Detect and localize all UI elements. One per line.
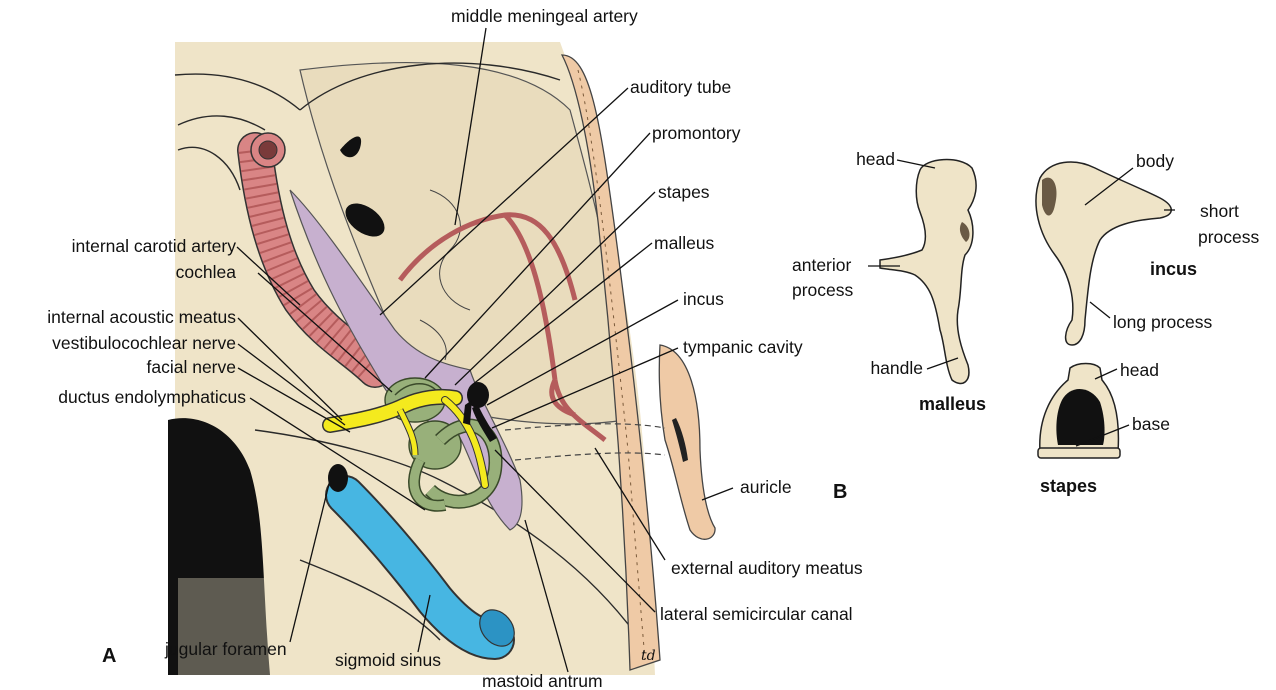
- artist-signature: td: [641, 648, 656, 664]
- label-middle-meningeal-artery: middle meningeal artery: [451, 6, 638, 26]
- malleus-title: malleus: [919, 394, 986, 414]
- incus-long-process-label: long process: [1113, 312, 1212, 332]
- label-stapes: stapes: [658, 182, 710, 202]
- incus-short-process-label-1: short: [1200, 201, 1239, 221]
- incus-title: incus: [1150, 259, 1197, 279]
- label-mastoid-antrum: mastoid antrum: [482, 671, 603, 690]
- label-ductus-endolymphaticus: ductus endolymphaticus: [58, 387, 246, 407]
- label-malleus: malleus: [654, 233, 715, 253]
- label-auricle: auricle: [740, 477, 792, 497]
- stapes-base-label: base: [1132, 414, 1170, 434]
- panel-b: head anterior process handle malleus bod…: [792, 149, 1260, 503]
- auricle-shape: [659, 345, 715, 539]
- malleus-anterior-process-label-2: process: [792, 280, 854, 300]
- label-internal-carotid-artery: internal carotid artery: [72, 236, 237, 256]
- stapes-head-label: head: [1120, 360, 1159, 380]
- panel-a-letter: A: [102, 645, 116, 667]
- panel-b-letter: B: [833, 481, 847, 503]
- label-cochlea: cochlea: [176, 262, 237, 282]
- label-facial-nerve: facial nerve: [147, 357, 237, 377]
- malleus-handle-label: handle: [870, 358, 923, 378]
- incus-body-label: body: [1136, 151, 1174, 171]
- label-sigmoid-sinus: sigmoid sinus: [335, 650, 441, 670]
- label-vestibulocochlear-nerve: vestibulocochlear nerve: [52, 333, 236, 353]
- label-jugular-foramen: jugular foramen: [164, 639, 287, 659]
- label-tympanic-cavity: tympanic cavity: [683, 337, 803, 357]
- malleus-bone: [880, 160, 976, 384]
- label-auditory-tube: auditory tube: [630, 77, 731, 97]
- label-external-auditory-meatus: external auditory meatus: [671, 558, 863, 578]
- incus-short-process-label-2: process: [1198, 227, 1260, 247]
- label-incus: incus: [683, 289, 724, 309]
- malleus-anterior-process-label-1: anterior: [792, 255, 852, 275]
- stapes-bone: [1038, 364, 1120, 459]
- stapes-title: stapes: [1040, 476, 1097, 496]
- label-promontory: promontory: [652, 123, 741, 143]
- panel-a-illustration: [168, 42, 715, 675]
- label-internal-acoustic-meatus: internal acoustic meatus: [47, 307, 236, 327]
- malleus-head-label: head: [856, 149, 895, 169]
- label-lateral-semicircular-canal: lateral semicircular canal: [660, 604, 853, 624]
